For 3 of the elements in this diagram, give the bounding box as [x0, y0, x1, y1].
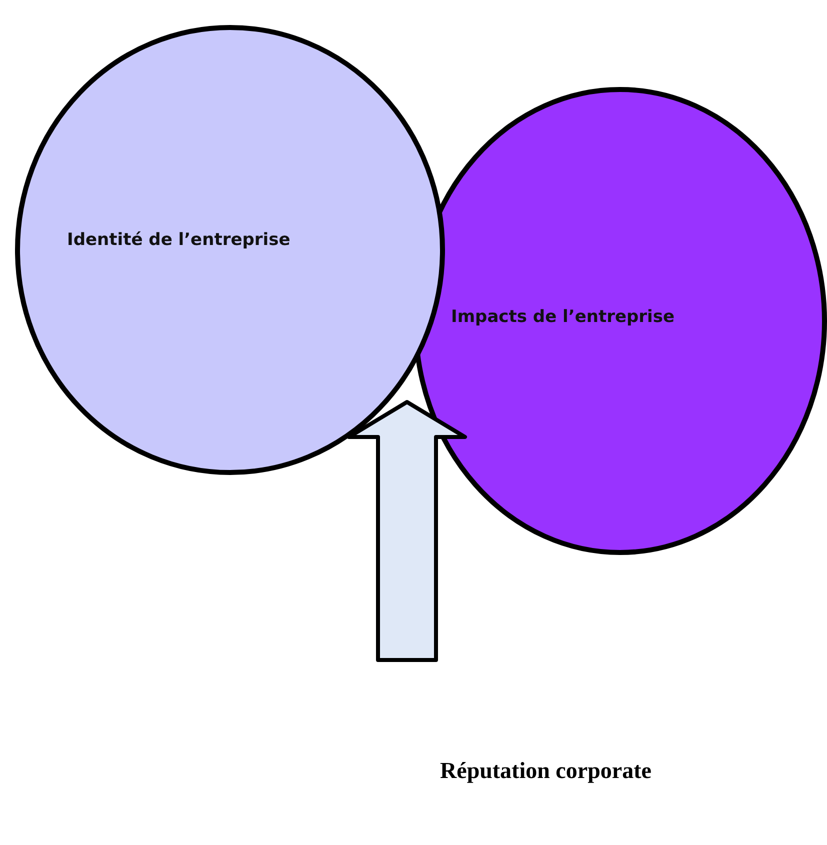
circle-label: Impacts de l’entreprise — [451, 307, 675, 327]
circle-label: Identité de l’entreprise — [67, 230, 290, 250]
caption-text: Réputation corporate — [440, 758, 652, 784]
